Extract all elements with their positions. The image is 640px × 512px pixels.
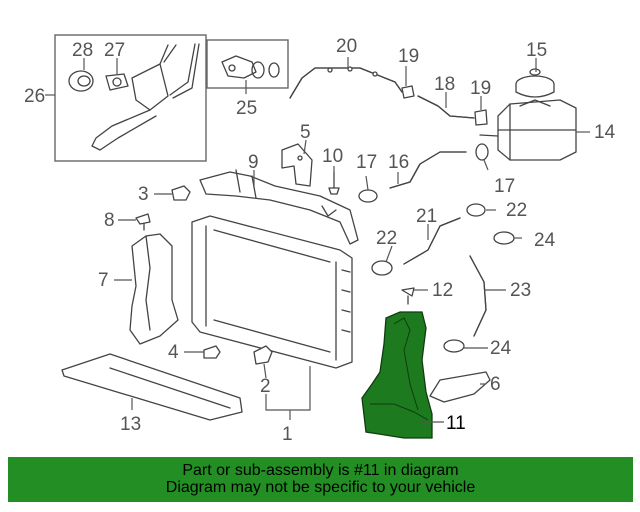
- callout-11: 11: [446, 413, 466, 434]
- part-20-vent-pipe[interactable]: [289, 66, 403, 99]
- callout-2: 2: [260, 376, 271, 397]
- callout-13: 13: [120, 414, 141, 435]
- part-7-side-baffle[interactable]: [129, 233, 179, 345]
- callout-28: 28: [72, 40, 93, 61]
- part-22-clamp-lower[interactable]: [371, 260, 393, 276]
- callout-22a: 22: [376, 228, 397, 249]
- callout-19b: 19: [470, 78, 491, 99]
- callout-6: 6: [490, 374, 501, 395]
- callout-20: 20: [336, 36, 357, 57]
- part-17-clamp-left[interactable]: [358, 189, 378, 203]
- part-26-outlet-housing[interactable]: [91, 43, 200, 151]
- callout-25: 25: [236, 98, 257, 119]
- part-6-bracket[interactable]: [429, 371, 491, 403]
- callout-5: 5: [300, 122, 311, 143]
- part-19-clamp-upper[interactable]: [401, 85, 415, 99]
- callout-19a: 19: [398, 46, 419, 67]
- part-1-radiator[interactable]: [191, 215, 353, 369]
- part-14-coolant-reservoir[interactable]: [479, 99, 577, 161]
- callout-9: 9: [248, 152, 259, 173]
- leader-lines: [45, 57, 590, 423]
- part-11-side-air-baffle[interactable]: [361, 311, 433, 439]
- part-10-bolt[interactable]: [328, 171, 340, 195]
- part-4-bolt[interactable]: [203, 345, 221, 359]
- part-15-reservoir-cap[interactable]: [515, 68, 555, 98]
- part-16-hose[interactable]: [389, 151, 467, 189]
- part-18-hose[interactable]: [417, 95, 475, 119]
- part-24-clamp-upper[interactable]: [493, 231, 515, 245]
- callout-22b: 22: [506, 200, 527, 221]
- footer-line-2: Diagram may not be specific to your vehi…: [165, 479, 476, 496]
- part-28-thermostat[interactable]: [68, 70, 94, 92]
- part-2-drain-valve[interactable]: [253, 345, 273, 365]
- part-3-screw[interactable]: [171, 185, 191, 201]
- callout-23: 23: [510, 280, 531, 301]
- footer-line-1: Part or sub-assembly is #11 in diagram: [182, 462, 459, 479]
- callout-27: 27: [104, 40, 125, 61]
- callout-16: 16: [388, 152, 409, 173]
- callout-18: 18: [434, 74, 455, 95]
- callout-24b: 24: [490, 338, 512, 359]
- callout-labels: 28 27 26 25 20 19 18 19 15 14 5 10 9 17 …: [24, 36, 616, 445]
- callout-4: 4: [168, 342, 179, 363]
- callout-8: 8: [104, 210, 115, 231]
- part-17-clamp-right[interactable]: [475, 143, 489, 161]
- inset-box-parts-26-28: [54, 34, 207, 162]
- callout-12: 12: [432, 280, 453, 301]
- parts-diagram: 28 27 26 25 20 19 18 19 15 14 5 10 9 17 …: [24, 34, 616, 445]
- part-13-lower-deflector[interactable]: [61, 353, 243, 421]
- part-27-gasket[interactable]: [105, 73, 129, 91]
- callout-3: 3: [138, 184, 149, 205]
- part-25-hose-fitting[interactable]: [221, 55, 280, 79]
- part-22-clamp-upper[interactable]: [466, 203, 486, 217]
- callout-17a: 17: [356, 152, 377, 173]
- callout-7: 7: [98, 270, 109, 291]
- part-21-hose[interactable]: [403, 217, 461, 265]
- callout-15: 15: [526, 40, 547, 61]
- callout-10: 10: [322, 146, 343, 167]
- part-8-push-pin[interactable]: [135, 213, 151, 231]
- callout-26: 26: [24, 86, 45, 107]
- callout-24a: 24: [534, 230, 556, 251]
- callout-17b: 17: [494, 176, 515, 197]
- callout-14: 14: [594, 122, 616, 143]
- part-12-push-pin[interactable]: [401, 287, 415, 305]
- part-23-lower-hose[interactable]: [469, 255, 487, 337]
- inset-box-part-25: [206, 39, 289, 89]
- footer-banner: Part or sub-assembly is #11 in diagram D…: [8, 457, 633, 502]
- callout-1: 1: [282, 424, 293, 445]
- part-5-bracket[interactable]: [281, 143, 313, 187]
- part-24-clamp-lower[interactable]: [443, 339, 465, 353]
- callout-21: 21: [416, 206, 437, 227]
- part-19-clamp-right[interactable]: [474, 109, 488, 126]
